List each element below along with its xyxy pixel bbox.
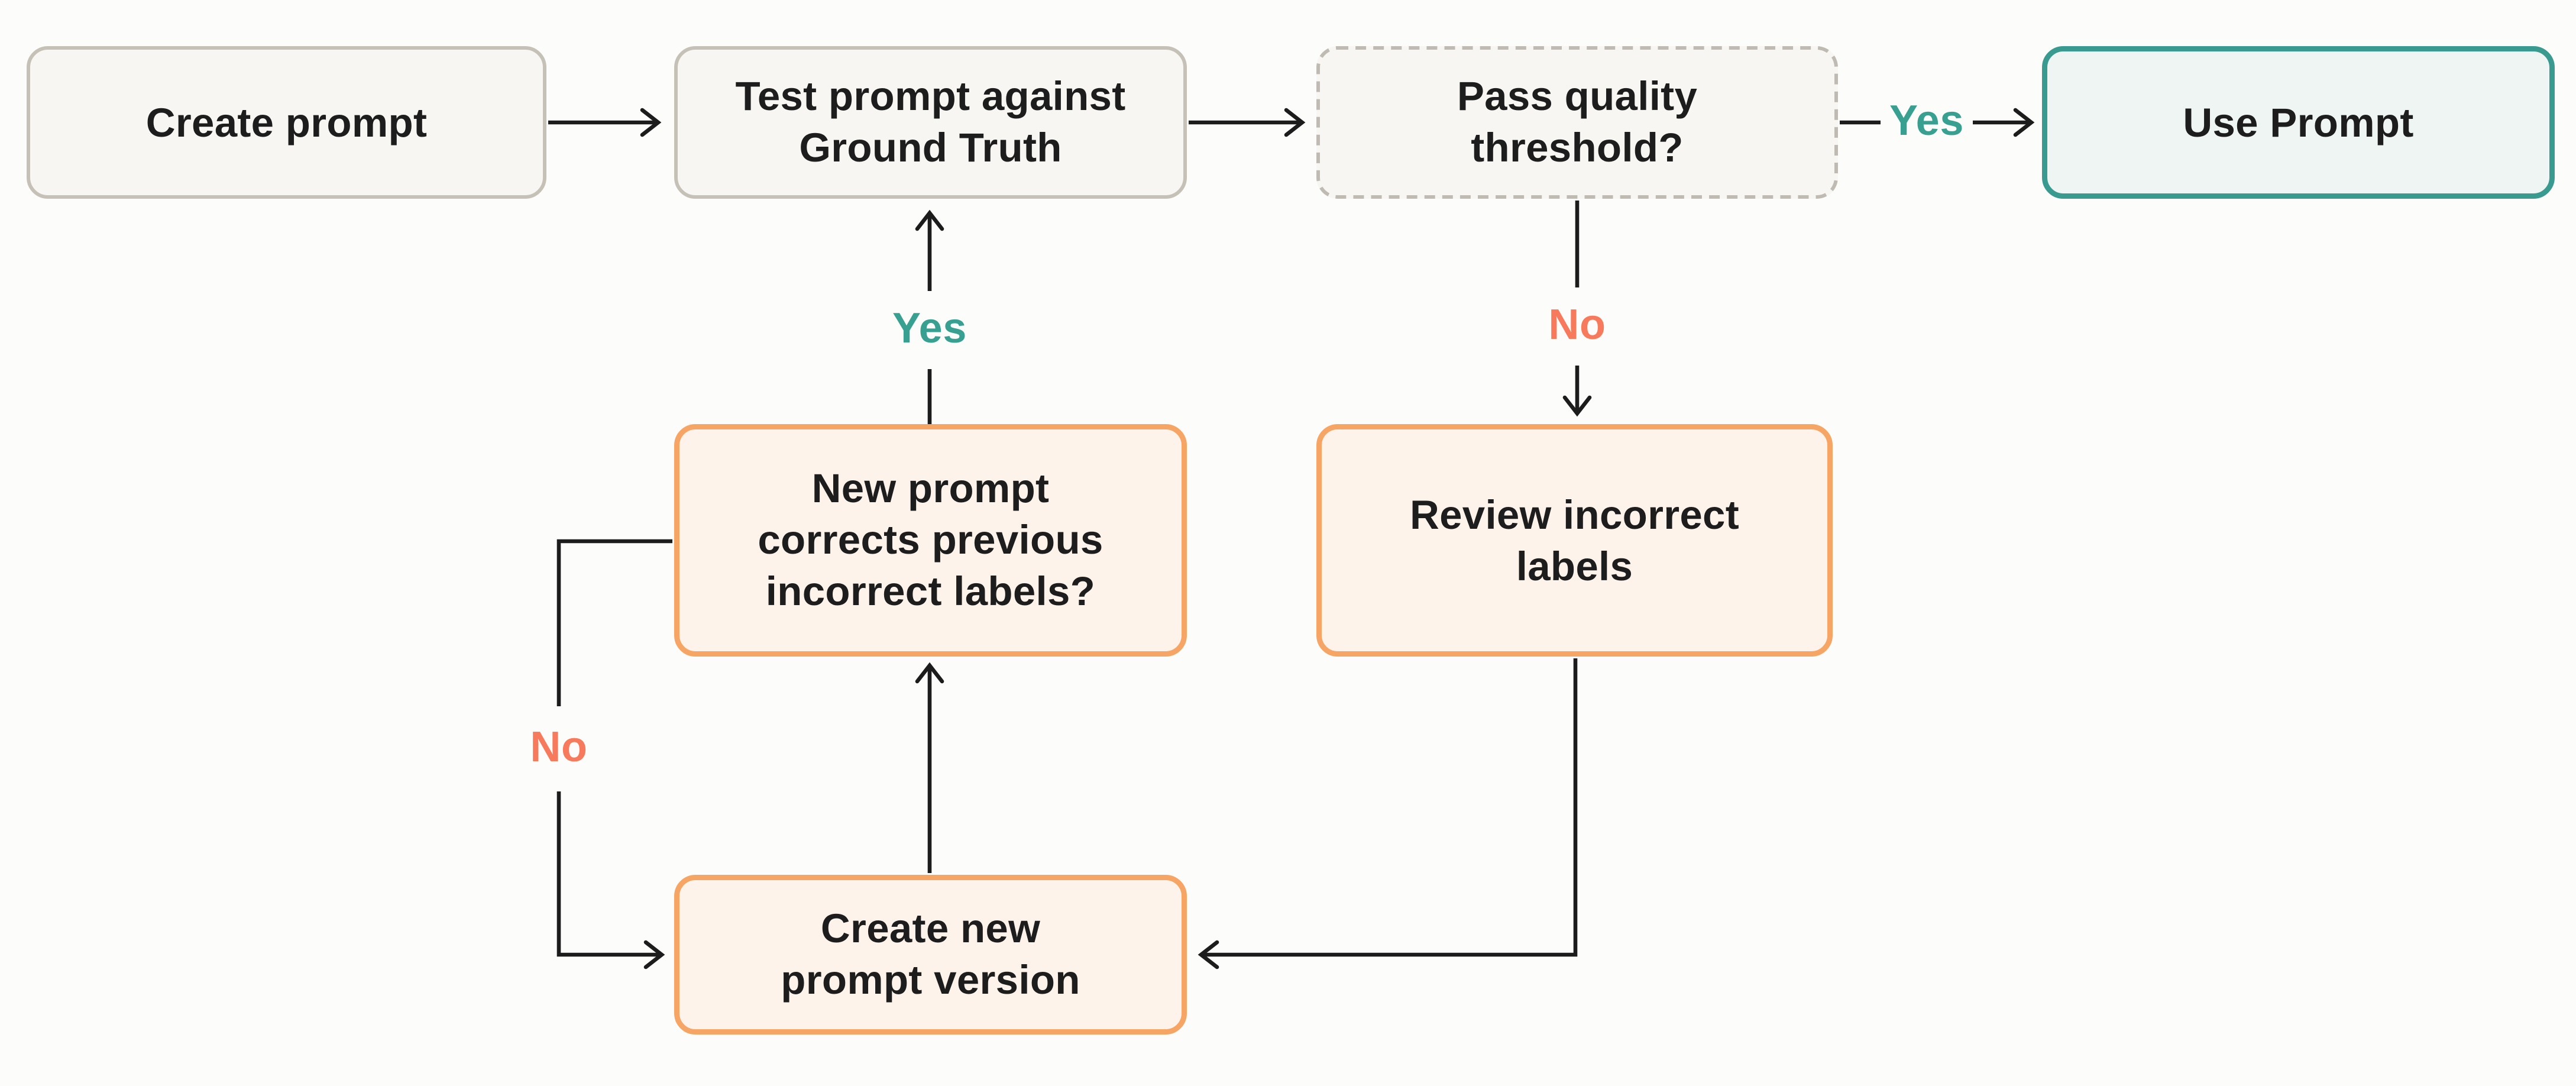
edge-review-to-version [1198,658,1578,969]
node-pass-quality-decision: Pass quality threshold? [1316,46,1838,199]
node-create-new-prompt-version: Create new prompt version [674,875,1187,1035]
edge-create-to-test [548,108,662,137]
edge-label-no-loop: No [530,724,588,772]
node-new-prompt-corrects-decision: New prompt corrects previous incorrect l… [674,424,1187,657]
edge-test-to-pass [1189,108,1306,137]
node-use-prompt-label: Use Prompt [2183,98,2414,145]
edge-label-yes-test-prompt: Yes [892,305,967,353]
node-use-prompt: Use Prompt [2042,46,2555,199]
edge-label-no-review: No [1548,302,1606,350]
node-pass-quality-label: Pass quality threshold? [1457,73,1698,170]
node-test-prompt-label: Test prompt against Ground Truth [735,73,1126,170]
node-new-prompt-corrects-label: New prompt corrects previous incorrect l… [758,465,1103,614]
node-review-incorrect-labels-label: Review incorrect labels [1409,490,1740,589]
node-create-prompt: Create prompt [27,46,546,199]
node-review-incorrect-labels: Review incorrect labels [1316,424,1833,657]
node-create-prompt-label: Create prompt [145,98,428,145]
edge-version-to-corrects [915,662,944,873]
edge-label-yes-use-prompt: Yes [1889,98,1964,146]
node-test-prompt: Test prompt against Ground Truth [674,46,1187,199]
node-create-new-version-label: Create new prompt version [781,905,1080,1003]
